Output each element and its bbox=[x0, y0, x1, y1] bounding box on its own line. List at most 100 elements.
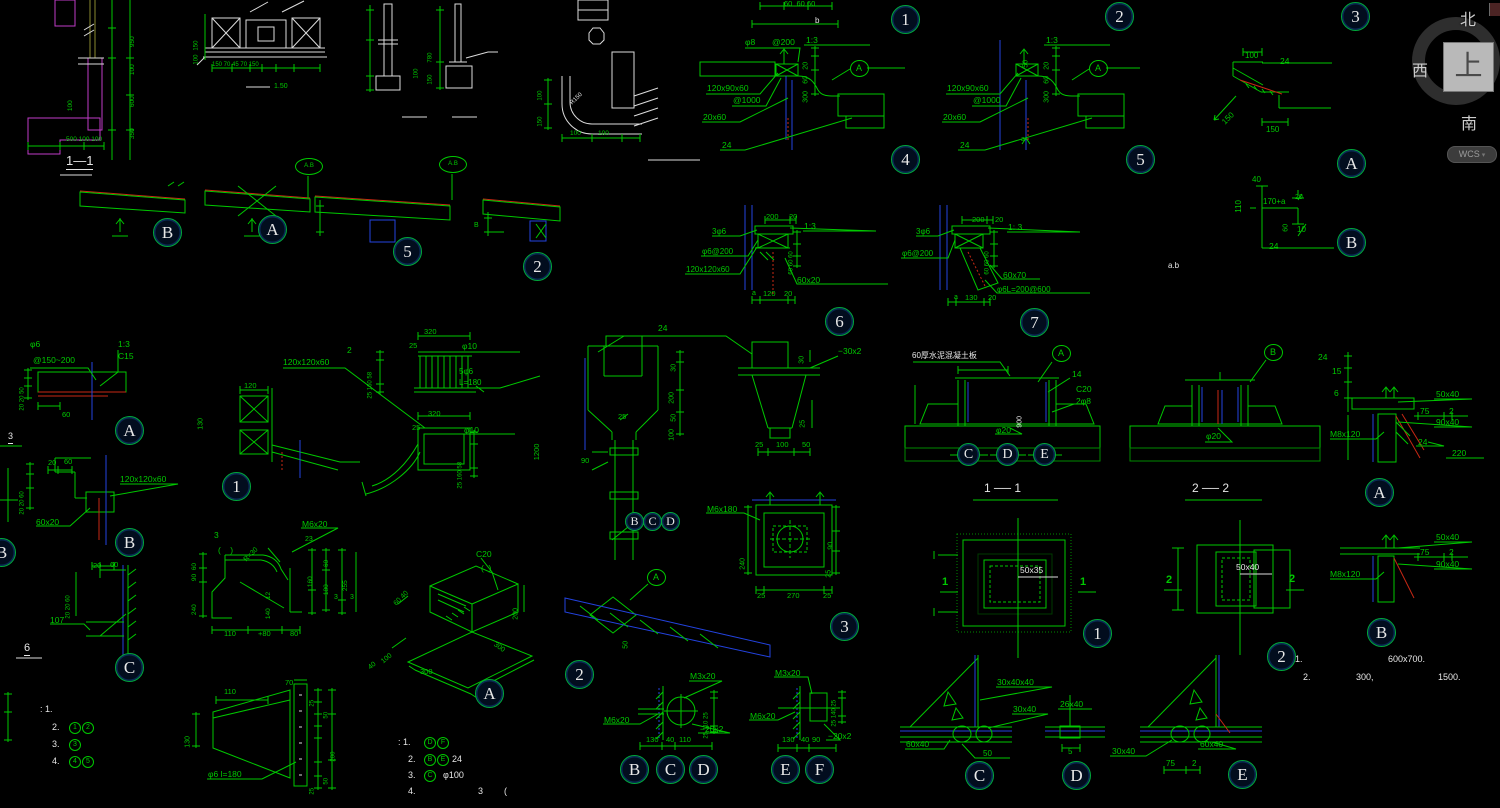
cad-text: 25 bbox=[823, 591, 832, 600]
cad-text: 25 bbox=[799, 419, 807, 428]
cad-text: 24 bbox=[658, 323, 668, 333]
cad-text: 24 bbox=[960, 140, 970, 150]
cad-text: 10 bbox=[1297, 225, 1306, 234]
cad-text: 20x60 bbox=[703, 112, 727, 122]
cad-text: b bbox=[815, 16, 820, 25]
cad-text: 300 bbox=[1043, 91, 1051, 103]
isometric-chute-A bbox=[392, 558, 534, 698]
section-marker-A: A bbox=[1051, 345, 1071, 362]
cad-text: 25 110 25 bbox=[703, 712, 710, 739]
cad-text: M3x20 bbox=[775, 668, 801, 678]
cad-text: 26x40 bbox=[1060, 699, 1084, 709]
cad-text: 3 bbox=[478, 786, 484, 796]
detail-B-topright bbox=[1250, 186, 1334, 248]
cad-text: 70 bbox=[285, 678, 294, 687]
cad-text: 50x40 bbox=[1236, 562, 1260, 572]
cad-text: 20 bbox=[802, 61, 810, 70]
gutter-profile bbox=[544, 52, 700, 160]
cad-text: 90x40 bbox=[1436, 417, 1460, 427]
cad-text: 60 40 bbox=[392, 589, 410, 608]
cad-text: 100 bbox=[66, 100, 74, 112]
detail-A-topright bbox=[1214, 48, 1332, 126]
cad-text: 60x40 bbox=[906, 739, 930, 749]
cad-text: 220 bbox=[1452, 448, 1467, 458]
detail-balloon-3: 3 bbox=[1341, 2, 1370, 31]
cad-text: 24 bbox=[1418, 437, 1428, 447]
cad-text: 150 70 45 70 150 bbox=[212, 62, 259, 68]
cad-text: 50 bbox=[802, 440, 811, 449]
cad-text: 75 bbox=[1420, 547, 1430, 557]
viewcube-south-label[interactable]: 南 bbox=[1461, 116, 1478, 133]
cad-text: 25 160 58 bbox=[367, 371, 374, 399]
viewcube-top-face[interactable]: 上 bbox=[1443, 42, 1494, 92]
cad-text: 2 bbox=[347, 345, 352, 355]
cad-text: 3φ6 bbox=[916, 227, 931, 236]
wcs-label: WCS bbox=[1458, 149, 1480, 159]
cad-text: 1 bbox=[1080, 576, 1087, 588]
cad-text: 23 bbox=[305, 536, 313, 543]
cad-text: 1 ── 1 bbox=[984, 481, 1022, 495]
viewcube-west-label[interactable]: 西 bbox=[1412, 63, 1429, 80]
cad-text: 500 100 100 bbox=[66, 136, 103, 143]
cad-text: 5 bbox=[1068, 747, 1073, 756]
cad-text: 20 bbox=[784, 289, 793, 298]
cad-text: 20 bbox=[988, 293, 997, 302]
cad-text: 6 bbox=[24, 642, 31, 657]
cad-text: φ6 bbox=[30, 339, 41, 349]
detail-balloon-6: 6 bbox=[825, 307, 854, 336]
cad-text: 1:3 bbox=[804, 221, 816, 231]
plan-view-1 bbox=[934, 518, 1096, 658]
cad-text: 1 bbox=[942, 576, 949, 588]
cad-text: 80 bbox=[290, 629, 299, 638]
cad-text: 25 bbox=[757, 591, 766, 600]
viewcube-north-label[interactable]: 北 bbox=[1460, 12, 1477, 29]
cad-text: 50x35 bbox=[1020, 565, 1044, 575]
cad-text: 200 bbox=[512, 608, 520, 620]
detail-balloon-1: 1 bbox=[1083, 619, 1112, 648]
cad-text: 3φ6 bbox=[712, 227, 727, 236]
cad-text: 110 bbox=[679, 735, 691, 744]
cad-text: 60 bbox=[1043, 75, 1051, 84]
cad-text: 75 bbox=[1420, 406, 1430, 416]
cad-text: 25 140 25 bbox=[831, 699, 838, 727]
cad-text: 110 bbox=[224, 687, 236, 696]
cad-text: 780 bbox=[427, 52, 434, 63]
cad-text: C20 bbox=[476, 549, 492, 559]
cad-text: : 1. bbox=[40, 704, 53, 714]
wcs-selector[interactable]: WCS▾ bbox=[1447, 146, 1497, 163]
cad-text: 60x20 bbox=[797, 275, 821, 285]
cad-text: 6 bbox=[1334, 388, 1339, 398]
cad-text: +80 bbox=[258, 629, 271, 638]
cad-text: 2 bbox=[1449, 547, 1454, 557]
cad-text: 1500. bbox=[1438, 672, 1461, 682]
bent-plate-detail bbox=[199, 528, 356, 634]
cad-text: 100 bbox=[598, 130, 609, 137]
cad-text: 24 bbox=[1280, 56, 1290, 66]
corner-icon bbox=[1489, 3, 1500, 16]
cad-text: a bbox=[752, 290, 756, 297]
cad-text: 15 bbox=[1332, 366, 1342, 376]
cad-text: φ6@200 bbox=[902, 249, 934, 258]
cad-text: −20x2 bbox=[700, 724, 724, 734]
cad-text: 100 bbox=[413, 68, 420, 79]
cad-text: 200 bbox=[766, 212, 779, 221]
cad-text: 255 bbox=[341, 580, 349, 592]
viewcube[interactable]: 上 北 西 南 bbox=[1408, 2, 1500, 167]
cad-text: M6x180 bbox=[707, 504, 738, 514]
detail-balloon-A: A bbox=[1337, 149, 1366, 178]
cad-text: φ100 bbox=[443, 770, 464, 780]
cad-text: 90 bbox=[581, 456, 590, 465]
section-marker-A: A bbox=[849, 60, 869, 77]
cad-text: 30x40x40 bbox=[997, 677, 1034, 687]
cad-text: 150 bbox=[1220, 110, 1236, 127]
cad-text: 50 bbox=[983, 749, 992, 758]
cad-text: 150 bbox=[427, 74, 434, 85]
detail-4 bbox=[700, 2, 905, 150]
left-detail-B bbox=[8, 455, 178, 545]
cad-text: 100 bbox=[776, 440, 789, 449]
